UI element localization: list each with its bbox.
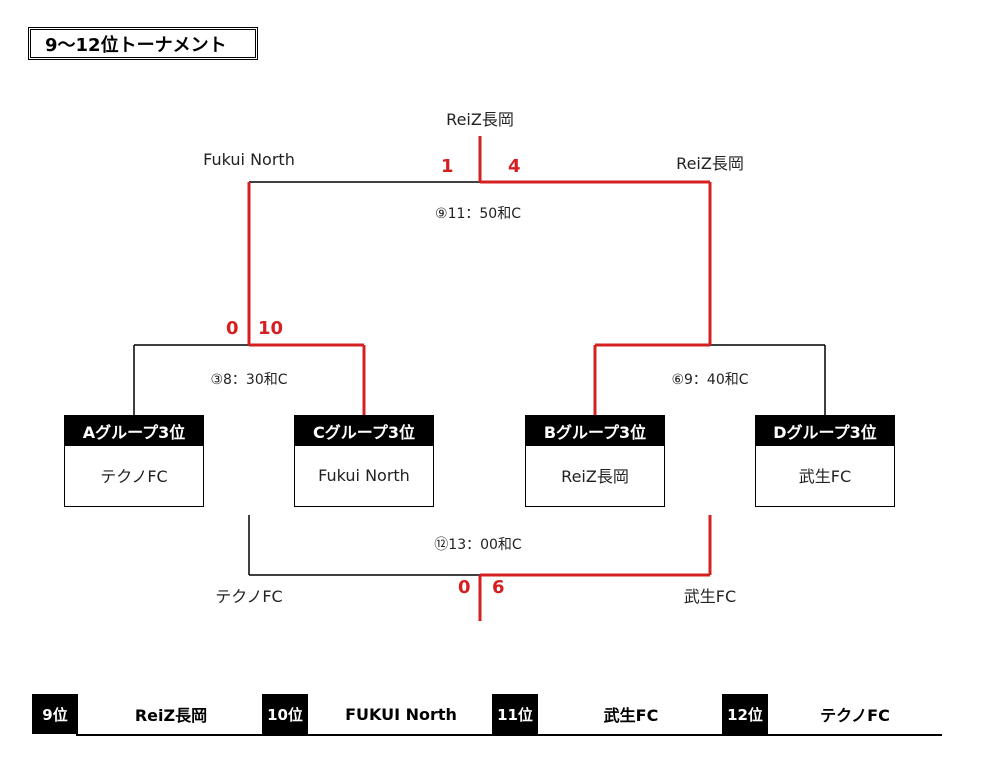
third-match-time: ⑫13：00和C xyxy=(434,537,522,553)
third-left-score: 0 xyxy=(458,577,471,598)
rank-badge-11: 11位 xyxy=(492,694,538,734)
semi-left-time: ③8：30和C xyxy=(210,372,288,388)
rank-badge-9: 9位 xyxy=(32,694,78,734)
rank-team-9: ReiZ長岡 xyxy=(134,706,208,725)
final-left-score: 1 xyxy=(441,156,454,177)
group-box-header: Dグループ3位 xyxy=(756,416,894,446)
rank-badge-12: 12位 xyxy=(722,694,768,734)
rank-team-12: テクノFC xyxy=(820,706,890,725)
group-box-header: Aグループ3位 xyxy=(65,416,203,446)
group-box-b: Bグループ3位 ReiZ長岡 xyxy=(525,415,665,507)
group-box-team: ReiZ長岡 xyxy=(561,467,629,486)
group-box-header: Bグループ3位 xyxy=(526,416,664,446)
ranking-underline xyxy=(76,734,942,736)
rank-badge-10: 10位 xyxy=(262,694,308,734)
final-right-score: 4 xyxy=(508,156,521,177)
page-title: 9〜12位トーナメント xyxy=(28,27,258,60)
ranking-bar: 9位 ReiZ長岡 10位 FUKUI North 11位 武生FC 12位 テ… xyxy=(32,694,942,736)
rank-team-10: FUKUI North xyxy=(345,704,457,724)
rank-team-11: 武生FC xyxy=(603,706,659,725)
group-box-team: 武生FC xyxy=(798,467,852,486)
semi-left-left-score: 0 xyxy=(226,318,239,339)
semi-left-right-score: 10 xyxy=(258,318,284,339)
semi-right-time: ⑥9：40和C xyxy=(671,372,749,388)
group-box-c: Cグループ3位 Fukui North xyxy=(294,415,434,507)
final-right-team: ReiZ長岡 xyxy=(676,154,744,173)
final-time: ⑨11：50和C xyxy=(435,206,521,222)
group-box-header: Cグループ3位 xyxy=(295,416,433,446)
final-winner-label: ReiZ長岡 xyxy=(446,110,514,129)
group-box-a: Aグループ3位 テクノFC xyxy=(64,415,204,507)
third-right-score: 6 xyxy=(492,577,505,598)
group-box-team: テクノFC xyxy=(100,467,168,486)
group-box-team: Fukui North xyxy=(318,465,410,485)
group-box-d: Dグループ3位 武生FC xyxy=(755,415,895,507)
third-right-team: 武生FC xyxy=(683,587,737,606)
third-left-team: テクノFC xyxy=(215,587,283,606)
final-left-team: Fukui North xyxy=(203,150,295,169)
